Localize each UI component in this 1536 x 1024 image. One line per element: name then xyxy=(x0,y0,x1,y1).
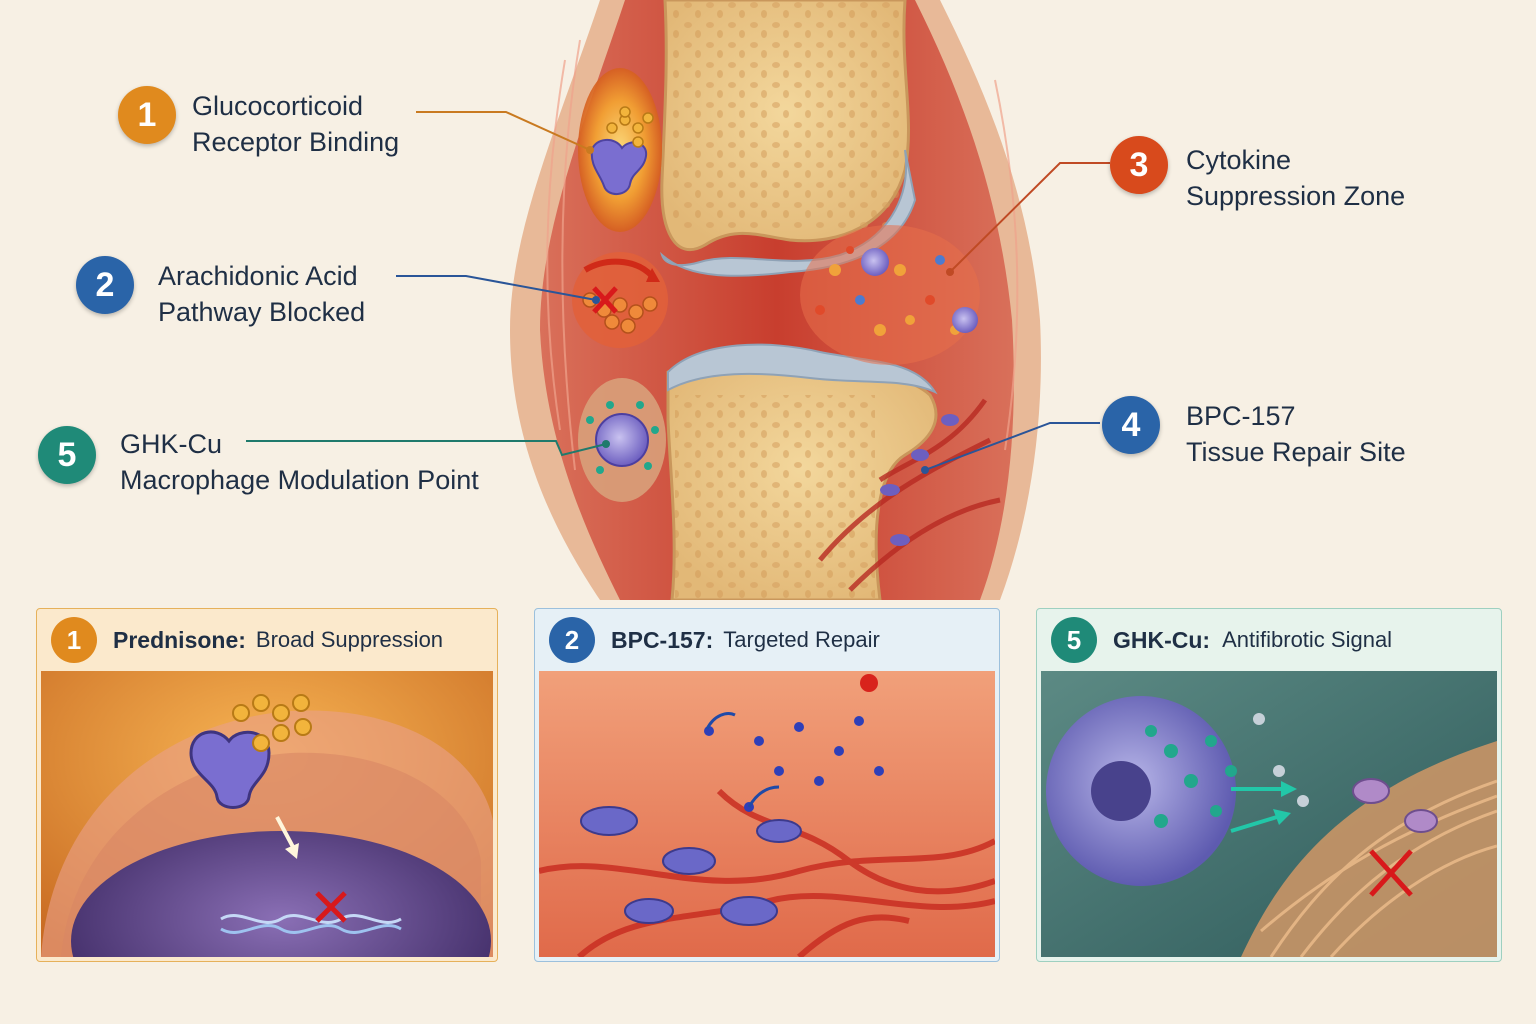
callout-label-2: Arachidonic Acid Pathway Blocked xyxy=(158,258,365,330)
arachidonic-chain xyxy=(582,292,658,334)
panel-drug-name: BPC-157: xyxy=(611,626,714,653)
panel-description: Targeted Repair xyxy=(723,627,880,652)
tibia-pores xyxy=(675,395,875,600)
immune-cell xyxy=(861,248,889,276)
copper-peptides xyxy=(586,401,659,474)
callout-badge-4: 4 xyxy=(1102,396,1160,454)
panel-badge: 1 xyxy=(51,617,97,663)
panel-badge: 5 xyxy=(1051,617,1097,663)
callout-label-4: BPC-157 Tissue Repair Site xyxy=(1186,398,1406,470)
tissue-repair-illustration xyxy=(539,671,995,957)
repair-vessels xyxy=(818,398,1001,592)
callout-label-5: GHK-Cu Macrophage Modulation Point xyxy=(120,426,479,498)
callout-3-line1: Cytokine xyxy=(1186,145,1292,175)
receptor-protein xyxy=(590,139,648,195)
callout-5-line1: GHK-Cu xyxy=(120,429,223,459)
callout-3-line2: Suppression Zone xyxy=(1186,181,1406,211)
panel-description: Antifibrotic Signal xyxy=(1222,627,1393,652)
panel-prednisone: 1 Prednisone: Broad Suppression xyxy=(36,608,498,962)
callout-badge-2: 2 xyxy=(76,256,134,314)
panel-ghkcu: 5 GHK-Cu: Antifibrotic Signal xyxy=(1036,608,1502,962)
callout-5-line2: Macrophage Modulation Point xyxy=(120,465,479,495)
callout-label-1: Glucocorticoid Receptor Binding xyxy=(192,88,399,160)
panel-header: 2 BPC-157: Targeted Repair xyxy=(535,609,999,671)
leader-line-2 xyxy=(396,275,597,301)
fibrous-streaks xyxy=(546,39,1019,471)
panel-drug-name: Prednisone: xyxy=(113,626,246,653)
panel-bpc157: 2 BPC-157: Targeted Repair xyxy=(534,608,1000,962)
callout-badge-3: 3 xyxy=(1110,136,1168,194)
repair-cells xyxy=(880,414,959,546)
callout-2-line2: Pathway Blocked xyxy=(158,297,366,327)
callout-badge-1: 1 xyxy=(118,86,176,144)
tibia-cartilage xyxy=(667,343,938,395)
panel-header: 5 GHK-Cu: Antifibrotic Signal xyxy=(1037,609,1501,671)
receptor-dna-block-illustration xyxy=(41,671,493,957)
pathway-arrow xyxy=(583,258,655,279)
leader-line-4 xyxy=(924,422,1100,471)
panel-badge: 2 xyxy=(549,617,595,663)
callout-4-line1: BPC-157 xyxy=(1186,401,1296,431)
steroid-molecule xyxy=(606,106,654,148)
cytokine-particles xyxy=(815,246,960,336)
leader-line-5 xyxy=(246,440,607,457)
macrophage-cell xyxy=(595,413,649,467)
femur-pores xyxy=(670,0,900,230)
cytokine-zone xyxy=(800,225,980,365)
callout-2-line1: Arachidonic Acid xyxy=(158,261,358,291)
macrophage-fibrosis-illustration xyxy=(1041,671,1497,957)
panel-description: Broad Suppression xyxy=(255,627,444,652)
panel-drug-name: GHK-Cu: xyxy=(1113,626,1211,653)
callout-1-line1: Glucocorticoid xyxy=(192,91,364,121)
callout-1-line2: Receptor Binding xyxy=(192,127,400,157)
callout-badge-5: 5 xyxy=(38,426,96,484)
block-x-mark xyxy=(592,286,618,314)
panel-header: 1 Prednisone: Broad Suppression xyxy=(37,609,497,671)
callout-label-3: Cytokine Suppression Zone xyxy=(1186,142,1405,214)
leader-line-3 xyxy=(949,162,1110,273)
knee-joint-illustration xyxy=(246,0,1110,600)
immune-cell xyxy=(952,307,978,333)
callout-4-line2: Tissue Repair Site xyxy=(1186,437,1406,467)
leader-line-1 xyxy=(416,111,591,151)
